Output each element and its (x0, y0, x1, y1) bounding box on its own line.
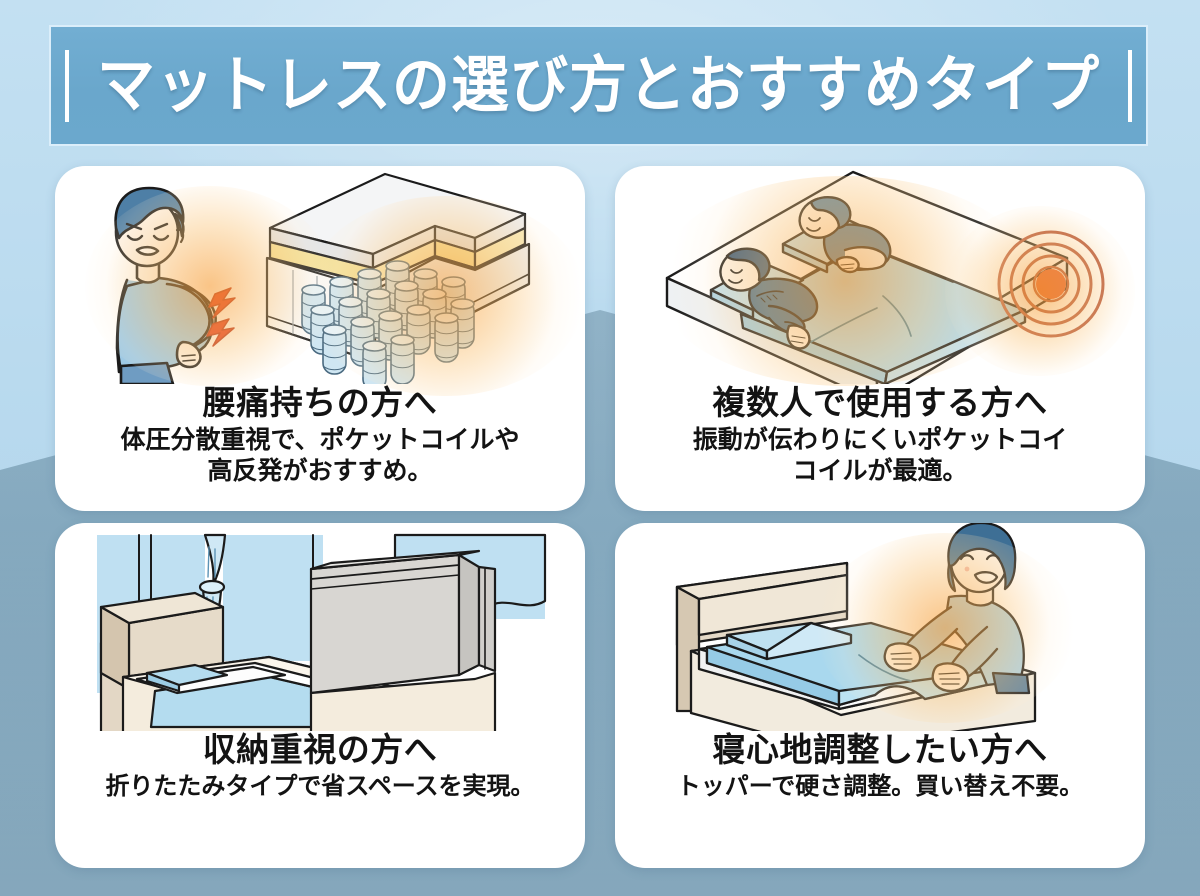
two-sleepers-illustration-svg (665, 170, 1105, 384)
card-storage-body: 折りたたみタイプで省スペースを実現。 (105, 773, 535, 801)
illustration-multiple-sleepers (615, 166, 1145, 386)
card-multiple-sleepers-text: 複数人で使用する方へ 振動が伝わりにくいポケットコイ コイルが最適。 (615, 384, 1145, 486)
title-banner: マットレスの選び方とおすすめタイプ (49, 25, 1148, 146)
card-back-pain-text: 腰痛持ちの方へ 体圧分散重視で、ポケットコイルや 高反発がおすすめ。 (55, 384, 585, 486)
title-rule-right-icon (1128, 49, 1132, 122)
sparkle-icon (878, 542, 940, 626)
storage-illustration-svg (97, 533, 547, 731)
card-multiple-sleepers[interactable]: 複数人で使用する方へ 振動が伝わりにくいポケットコイ コイルが最適。 (615, 166, 1145, 511)
card-storage-heading: 収納重視の方へ (202, 731, 438, 768)
card-back-pain-body: 体圧分散重視で、ポケットコイルや 高反発がおすすめ。 (120, 426, 520, 485)
card-storage[interactable]: 収納重視の方へ 折りたたみタイプで省スペースを実現。 (55, 523, 585, 868)
card-multiple-sleepers-body: 振動が伝わりにくいポケットコイ コイルが最適。 (692, 426, 1068, 485)
card-comfort-adjust-body: トッパーで硬さ調整。買い替え不要。 (676, 773, 1084, 801)
topper-illustration-svg (675, 523, 1037, 731)
card-comfort-adjust[interactable]: 寝心地調整したい方へ トッパーで硬さ調整。買い替え不要。 (615, 523, 1145, 868)
card-comfort-adjust-heading: 寝心地調整したい方へ (712, 731, 1048, 768)
back-pain-illustration-svg (114, 172, 531, 384)
page-title: マットレスの選び方とおすすめタイプ (96, 50, 1100, 120)
title-rule-left-icon (64, 49, 69, 122)
vibration-center-dot-icon (1036, 269, 1066, 299)
card-multiple-sleepers-heading: 複数人で使用する方へ (712, 384, 1048, 421)
card-back-pain[interactable]: 腰痛持ちの方へ 体圧分散重視で、ポケットコイルや 高反発がおすすめ。 (55, 166, 585, 511)
card-storage-text: 収納重視の方へ 折りたたみタイプで省スペースを実現。 (55, 731, 585, 802)
card-grid: 腰痛持ちの方へ 体圧分散重視で、ポケットコイルや 高反発がおすすめ。 (55, 166, 1145, 868)
illustration-back-pain (55, 166, 585, 396)
card-back-pain-heading: 腰痛持ちの方へ (202, 384, 438, 421)
card-comfort-adjust-text: 寝心地調整したい方へ トッパーで硬さ調整。買い替え不要。 (615, 731, 1145, 802)
illustration-comfort-adjust (615, 523, 1145, 731)
illustration-storage (55, 523, 585, 731)
